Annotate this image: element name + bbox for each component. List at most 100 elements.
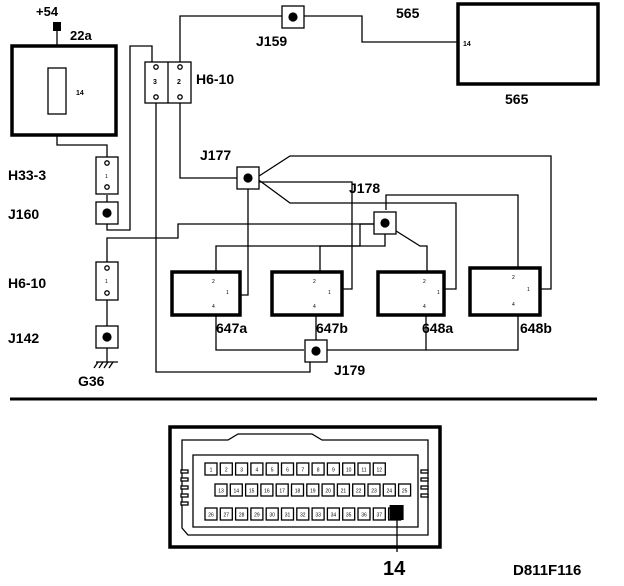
dlc-pin-number: 3	[240, 468, 243, 474]
supply-label: +54	[36, 4, 59, 19]
dlc-pin-number: 16	[264, 489, 270, 495]
h6-10-left-label: H6-10	[8, 275, 46, 291]
dlc-pin-number: 15	[249, 489, 255, 495]
dlc-pin-cell	[280, 462, 295, 476]
ecu-pin: 1	[328, 290, 331, 296]
dlc-pin-cell	[296, 462, 310, 476]
dlc-pin-number: 25	[402, 489, 408, 495]
j142-label: J142	[8, 330, 39, 346]
dlc-pin-number: 24	[387, 489, 393, 495]
ecu-647b: 2 1 4 647b	[270, 270, 348, 336]
dlc-pin-cell	[372, 507, 386, 521]
splice-j178: J178	[349, 180, 397, 235]
dlc-pin-cell	[397, 483, 412, 497]
dlc-pin-number: 8	[317, 468, 320, 474]
h6-10-top-connector: 3 2 H6-10	[144, 61, 234, 104]
dlc-pin-number: 12	[377, 468, 383, 474]
ecu-name: 647b	[316, 320, 348, 336]
dlc-pin-cell	[265, 462, 279, 476]
ecu-648a: 2 1 4 648a	[376, 270, 453, 336]
wires	[56, 15, 552, 373]
dlc-pin-cell	[204, 462, 218, 476]
component-565-top-label: 565	[396, 5, 420, 21]
ecu-pin: 4	[313, 304, 316, 310]
j179-label: J179	[334, 362, 365, 378]
dlc-pin-number: 31	[285, 513, 291, 519]
dlc-pin-cell	[244, 483, 259, 497]
h6-10-left-connector: 1 H6-10	[8, 261, 119, 301]
connector-ribs-right	[420, 469, 429, 498]
dlc-pin-number: 1	[210, 468, 213, 474]
dlc-pin-cell	[367, 483, 381, 497]
dlc-pin-cell	[342, 507, 356, 521]
dlc-pin-number: 32	[300, 513, 306, 519]
dlc-pin-number: 7	[301, 468, 304, 474]
ecu-pin: 2	[313, 279, 316, 285]
dlc-pin-number: 6	[286, 468, 289, 474]
splice-j179: J179	[304, 339, 365, 378]
ecu-pin: 2	[212, 279, 215, 285]
dlc-pin-number: 11	[361, 468, 366, 474]
dlc-highlighted-pin	[389, 505, 404, 520]
dlc-pin-cell	[311, 462, 325, 476]
connector-ribs-left	[180, 469, 189, 506]
dlc-pin-cell	[326, 507, 341, 521]
ecu-pin: 1	[437, 290, 440, 296]
left-relay: 14	[10, 44, 118, 137]
ecu-648b: 2 1 4 648b	[468, 266, 552, 336]
dlc-pin-cell	[352, 483, 366, 497]
dlc-pin-cell	[357, 462, 371, 476]
dlc-highlight-label: 14	[383, 558, 406, 580]
ecu-pin: 4	[512, 302, 515, 308]
dlc-pin-cell	[336, 483, 351, 497]
dlc-pin-cell	[296, 507, 310, 521]
ground-g36: G36	[78, 361, 118, 389]
ecu-name: 648a	[422, 320, 453, 336]
dlc-pin-number: 27	[224, 513, 230, 519]
dlc-pin-number: 13	[218, 489, 224, 495]
h6-10-top-label: H6-10	[196, 71, 234, 87]
dlc-pin-number: 30	[269, 513, 275, 519]
dlc-pin-number: 36	[361, 513, 367, 519]
dlc-pin-number: 23	[371, 489, 377, 495]
dlc-pin-cell	[290, 483, 305, 497]
ground-label: G36	[78, 373, 105, 389]
dlc-pin-number: 34	[331, 513, 337, 519]
dlc-pin-number: 18	[295, 489, 301, 495]
dlc-pin-number: 35	[346, 513, 352, 519]
j178-label: J178	[349, 180, 380, 196]
dlc-pin-cell	[219, 462, 233, 476]
dlc-pin-number: 10	[346, 468, 352, 474]
dlc-pin-cell	[234, 462, 249, 476]
h33-3-label: H33-3	[8, 167, 46, 183]
dlc-pin-number: 4	[256, 468, 259, 474]
ecu-name: 647a	[216, 320, 247, 336]
dlc-pin-cell	[326, 462, 341, 476]
h33-3-connector: 1 H33-3	[8, 156, 119, 195]
supply-terminal	[53, 22, 61, 31]
ecu-pin: 4	[212, 304, 215, 310]
dlc-pin-number: 14	[234, 489, 240, 495]
dlc-pin-number: 33	[315, 513, 321, 519]
dlc-pin-number: 19	[310, 489, 316, 495]
dlc-pin-number: 9	[332, 468, 335, 474]
h33-3-pin: 1	[105, 174, 108, 180]
dlc-pin-number: 20	[325, 489, 331, 495]
splice-j142: J142	[8, 325, 119, 349]
ecu-pin: 1	[527, 287, 530, 293]
dlc-pin-number: 17	[279, 489, 285, 495]
dlc-pin-cell	[357, 507, 371, 521]
dlc-pin-cell	[250, 507, 264, 521]
dlc-pin-cell	[372, 462, 386, 476]
dlc-pin-number: 29	[254, 513, 260, 519]
dlc-pin-number: 22	[356, 489, 362, 495]
j160-label: J160	[8, 206, 39, 222]
dlc-pin-cell	[321, 483, 335, 497]
component-565: 14 565 565	[396, 2, 600, 107]
dlc-pin-cell	[234, 507, 249, 521]
splice-j159: J159	[256, 5, 305, 49]
h6-10-top-pin-3: 3	[153, 79, 157, 86]
